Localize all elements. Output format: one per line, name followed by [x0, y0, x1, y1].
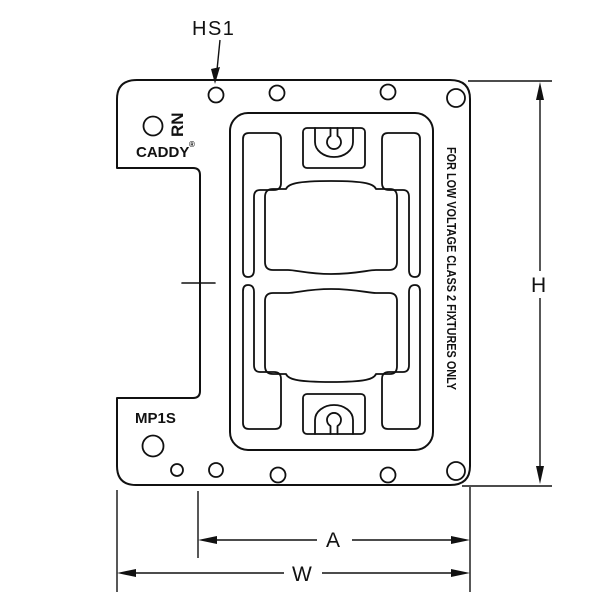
mounting-hole-left-lower — [141, 434, 165, 458]
rn-marking: RN — [168, 112, 187, 137]
bottom-keyhole-slot — [326, 412, 342, 435]
h-arrowhead-down — [536, 466, 544, 484]
registered-trademark-symbol: ® — [189, 140, 195, 149]
mounting-hole-bottom-3 — [269, 466, 287, 484]
a-arrowhead-right — [451, 536, 470, 544]
h-dim-label: H — [531, 274, 547, 297]
mounting-hole-left-upper — [142, 115, 164, 137]
slot-lower-right — [381, 284, 421, 430]
h-arrowhead-up — [536, 82, 544, 100]
top-keyhole-tab — [302, 127, 366, 169]
platform-outline — [229, 112, 434, 451]
w-dim-label: W — [292, 563, 313, 586]
top-keyhole-arch — [314, 127, 354, 158]
center-opening-upper — [264, 180, 398, 275]
hs1-leader-line — [216, 39, 221, 71]
mounting-hole-bottom-1 — [170, 463, 184, 477]
mounting-hole-top-corner — [446, 88, 466, 108]
mounting-hole-bottom-corner — [446, 461, 466, 481]
a-dim-label: A — [326, 529, 341, 552]
w-arrowhead-left — [117, 569, 136, 577]
mounting-hole-bottom-2 — [208, 462, 224, 478]
w-arrowhead-right — [451, 569, 470, 577]
a-arrowhead-left — [198, 536, 217, 544]
mounting-hole-top-3 — [379, 83, 397, 101]
bottom-keyhole-tab — [302, 393, 366, 435]
low-voltage-warning-text: FOR LOW VOLTAGE CLASS 2 FIXTURES ONLY — [444, 147, 459, 390]
slot-lower-left — [242, 284, 282, 430]
slot-upper-left — [242, 132, 282, 278]
bottom-keyhole-arch — [314, 404, 354, 435]
mounting-hole-bottom-4 — [379, 466, 397, 484]
hs1-arrowhead — [211, 67, 220, 84]
model-marking: MP1S — [135, 410, 176, 427]
hs1-label: HS1 — [192, 18, 235, 40]
top-keyhole-slot — [326, 127, 342, 150]
center-opening-lower — [264, 288, 398, 383]
plate-outline — [116, 79, 471, 486]
slot-upper-right — [381, 132, 421, 278]
caddy-brand-marking: CADDY — [136, 144, 189, 161]
mounting-hole-top-2 — [268, 84, 286, 102]
mounting-hole-top-1 — [207, 86, 225, 104]
